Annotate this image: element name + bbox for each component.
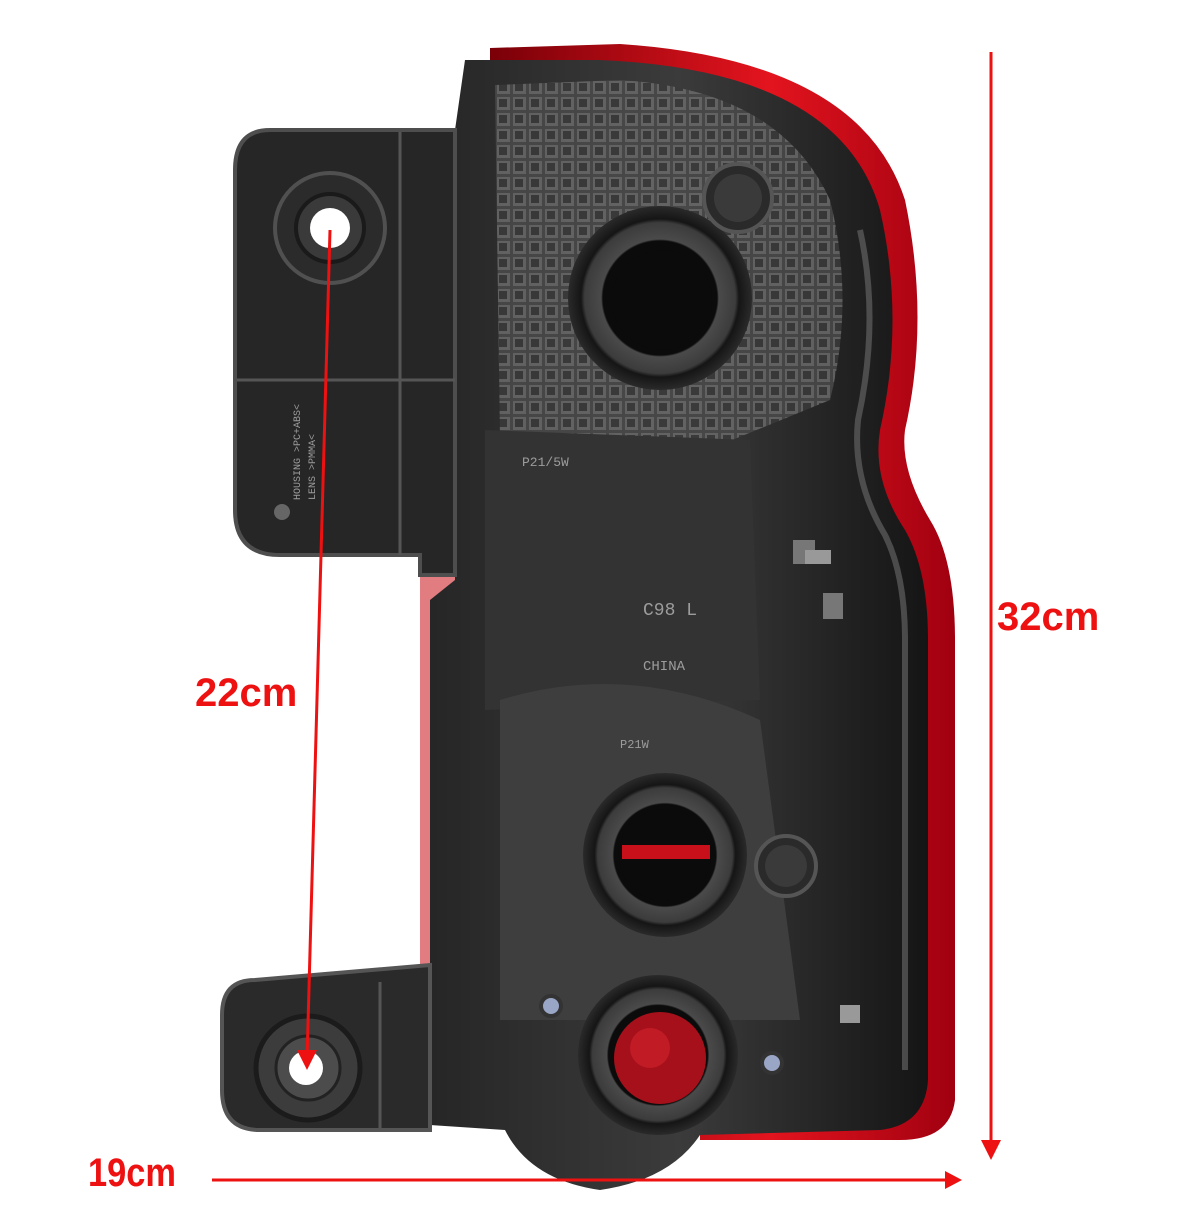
lower-mount-bracket xyxy=(220,962,432,1132)
materials-line-2: LENS >PMMA< xyxy=(308,434,319,500)
arrowhead-right-icon xyxy=(945,1171,962,1189)
mount-spacing-dimension-line xyxy=(305,229,332,1061)
middle-bulb-socket xyxy=(583,773,747,937)
materials-line-1: HOUSING >PC+ABS< xyxy=(293,404,304,500)
origin-text: CHINA xyxy=(643,659,686,675)
part-code: C98 L xyxy=(643,601,697,621)
arrowhead-down-icon xyxy=(981,1140,1001,1160)
lower-bulb-socket xyxy=(578,975,738,1135)
embossed-markings: P21/5W P21W C98 L CHINA HOUSING >PC+ABS<… xyxy=(293,404,697,752)
bulb-spec-upper: P21/5W xyxy=(522,455,569,470)
middle-vent-cap xyxy=(754,834,818,898)
mount-spacing-dimension-label: 22cm xyxy=(195,671,298,715)
height-dimension-label: 32cm xyxy=(997,595,1100,639)
width-dimension-label: 19cm xyxy=(88,1151,176,1195)
bulb-spec-lower: P21W xyxy=(620,738,650,752)
upper-vent-cap xyxy=(702,162,774,234)
screws xyxy=(539,540,860,1075)
upper-mount-hole xyxy=(310,208,350,248)
dimension-annotations xyxy=(212,52,1001,1189)
upper-bulb-socket xyxy=(568,206,752,390)
arrowhead-down-icon xyxy=(297,1050,317,1070)
upper-mount-bracket xyxy=(233,128,457,577)
